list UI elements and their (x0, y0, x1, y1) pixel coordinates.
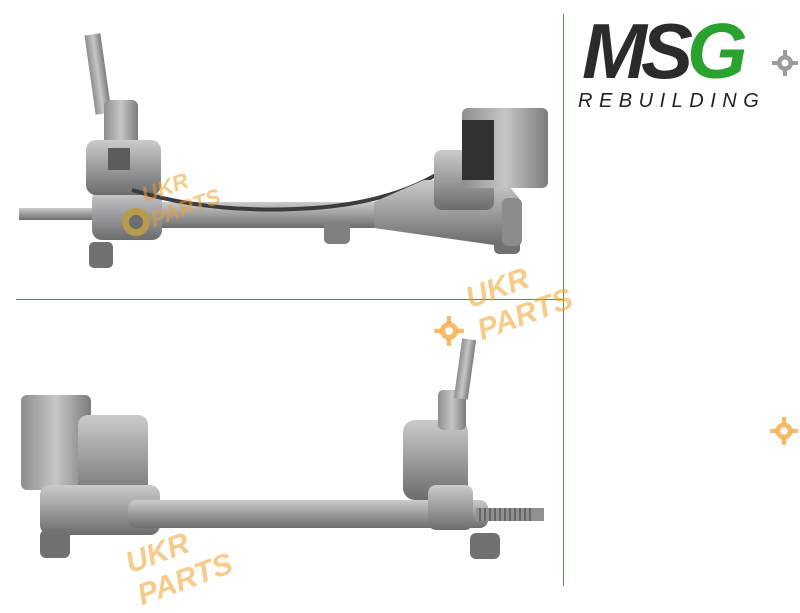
mount-foot-mid (324, 222, 350, 244)
horizontal-divider (16, 299, 563, 300)
logo-wordmark: MSG (582, 12, 748, 90)
logo-tagline: REBUILDING (578, 90, 766, 112)
vertical-divider (563, 14, 564, 586)
electric-motor-bottom (21, 395, 91, 490)
input-shaft-bottom (453, 338, 477, 400)
watermark-gear-icon (434, 316, 464, 346)
column-housing-bottom (403, 420, 468, 500)
watermark-gear-icon-right (770, 417, 798, 445)
tie-rod-left (19, 208, 99, 220)
steering-rack-bottom-view (21, 338, 544, 559)
input-shaft (84, 33, 112, 115)
rack-housing-tube-bottom (128, 500, 488, 528)
rack-housing-tube (94, 202, 424, 228)
mount-foot-bottom-right (470, 533, 500, 559)
mount-foot-left (89, 242, 113, 268)
logo-ms: MS (582, 7, 693, 95)
mount-foot-bottom-left (40, 530, 70, 558)
motor-connector (462, 120, 494, 180)
logo-g: G (687, 7, 748, 95)
msg-logo: MSG REBUILDING (578, 10, 800, 115)
column-housing (104, 100, 138, 150)
logo-gear-icon (772, 50, 798, 76)
steering-rack-top-view (19, 33, 548, 268)
gear-housing-bottom (78, 415, 148, 505)
